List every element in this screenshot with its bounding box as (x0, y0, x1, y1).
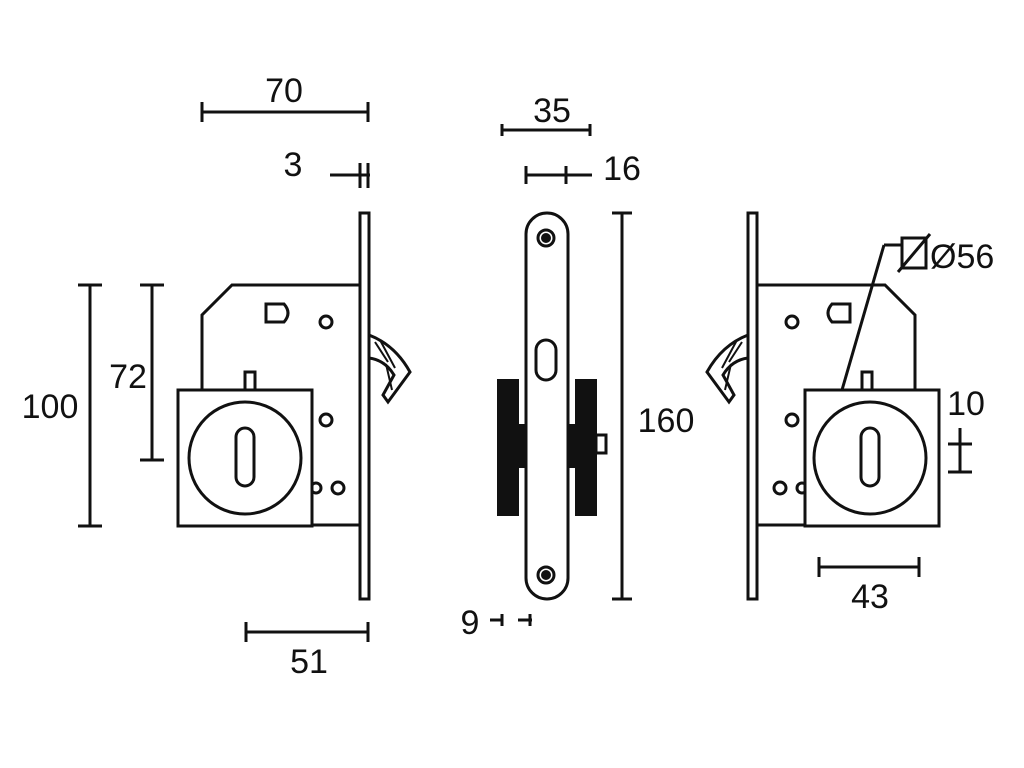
right-dimensions: Ø56 10 43 (817, 233, 994, 616)
middle-handle-view (497, 211, 608, 601)
right-square-rosette (803, 388, 941, 528)
dim-faceplate-thickness: 3 (284, 146, 303, 184)
handle-screw-bottom (536, 565, 556, 585)
left-lock-body (200, 283, 360, 390)
left-hook (368, 333, 412, 405)
handle-screw-top (536, 228, 556, 248)
dim-handle-offset: 16 (603, 150, 641, 188)
handle-keyhole (534, 338, 558, 382)
right-lock-view (705, 211, 941, 601)
dim-width-total: 70 (265, 72, 303, 110)
left-keyhole (234, 426, 256, 488)
left-rosette-side (497, 379, 519, 516)
left-dimensions: 70 3 51 100 72 (22, 72, 370, 681)
dim-key-offset: 10 (947, 385, 985, 423)
right-faceplate (746, 211, 759, 601)
right-rosette-side (575, 379, 597, 516)
right-hook (705, 333, 749, 405)
diameter-leader (840, 244, 886, 391)
left-square-rosette (176, 388, 314, 528)
left-round-rose (187, 400, 303, 516)
left-body-hole (318, 314, 334, 330)
dim-backset: 51 (290, 643, 328, 681)
dim-handle-gap: 9 (461, 604, 480, 642)
handle-plate (524, 211, 570, 601)
middle-dimensions: 35 16 160 9 (461, 92, 695, 642)
right-keyhole (859, 426, 881, 488)
dim-height-body: 100 (22, 388, 79, 426)
right-lock-body (757, 283, 917, 390)
right-round-rose (812, 400, 928, 516)
dim-handle-width: 35 (533, 92, 571, 130)
left-lock-view (176, 211, 412, 601)
right-body-hole (784, 314, 800, 330)
dim-handle-height: 160 (638, 402, 695, 440)
dim-rosette-spacing: 43 (851, 578, 889, 616)
dim-height-inner: 72 (109, 358, 147, 396)
dim-rosette-diameter: Ø56 (930, 238, 994, 276)
left-body-slot (264, 302, 290, 324)
left-faceplate (358, 211, 371, 601)
right-body-slot (826, 302, 852, 324)
diameter-symbol-box (900, 236, 928, 270)
